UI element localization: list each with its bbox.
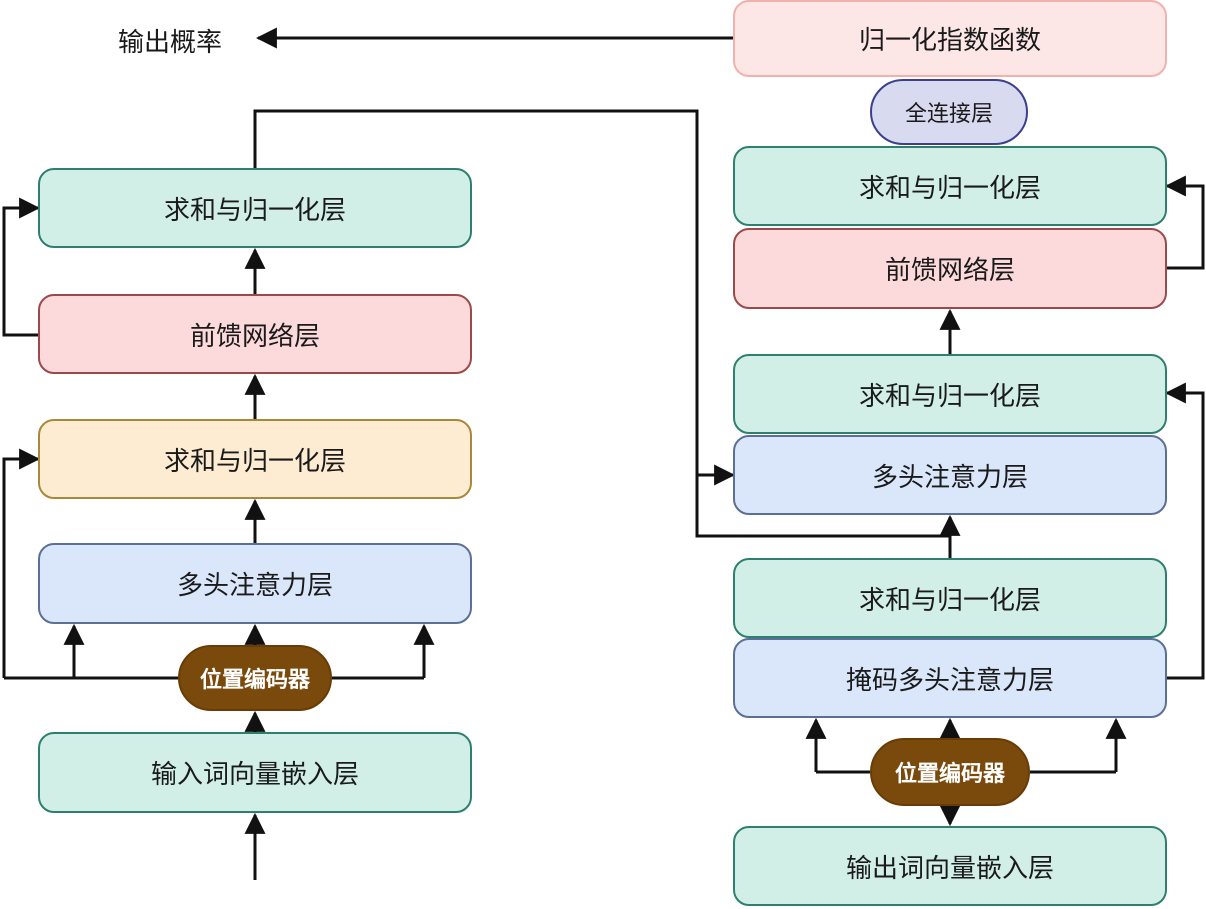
encoder-to-decoder-connector bbox=[253, 109, 736, 486]
encoder-multi-head-attention-box: 多头注意力层 bbox=[38, 543, 472, 624]
output-probability-label: 输出概率 bbox=[118, 28, 223, 58]
decoder-multi-head-attention-box: 多头注意力层 bbox=[733, 435, 1167, 515]
decoder-output-embedding-box: 输出词向量嵌入层 bbox=[733, 826, 1167, 906]
decoder-positional-encoding-pill: 位置编码器 bbox=[870, 738, 1030, 806]
encoder-add-norm-2-box: 求和与归一化层 bbox=[38, 168, 472, 248]
cross-attention-residual-line bbox=[695, 475, 950, 538]
encoder-residual-1 bbox=[2, 448, 41, 678]
decoder-linear-pill: 全连接层 bbox=[870, 79, 1028, 145]
encoder-add-norm-1-box: 求和与归一化层 bbox=[38, 419, 472, 499]
decoder-softmax-box: 归一化指数函数 bbox=[733, 0, 1167, 77]
encoder-residual-2 bbox=[2, 197, 41, 337]
decoder-add-norm-3-box: 求和与归一化层 bbox=[733, 146, 1167, 226]
decoder-add-norm-2-box: 求和与归一化层 bbox=[733, 354, 1167, 434]
decoder-add-norm-1-box: 求和与归一化层 bbox=[733, 558, 1167, 638]
decoder-residual-1 bbox=[1164, 382, 1205, 680]
encoder-positional-encoding-pill: 位置编码器 bbox=[178, 645, 332, 711]
encoder-feed-forward-box: 前馈网络层 bbox=[38, 294, 472, 374]
decoder-masked-attention-box: 掩码多头注意力层 bbox=[733, 638, 1167, 718]
decoder-residual-2 bbox=[1164, 175, 1205, 270]
decoder-feed-forward-box: 前馈网络层 bbox=[733, 228, 1167, 309]
encoder-input-embedding-box: 输入词向量嵌入层 bbox=[38, 732, 472, 813]
